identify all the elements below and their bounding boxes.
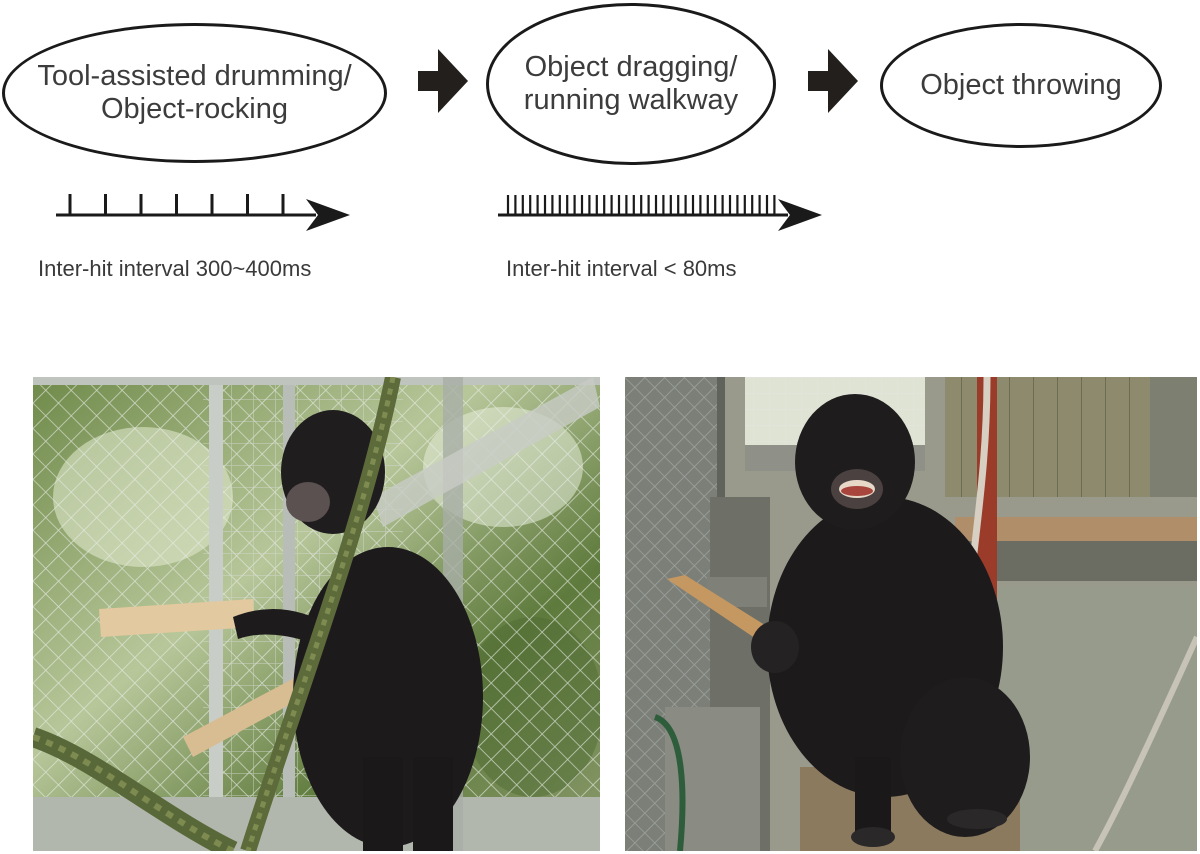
photo-stick-chimpanzee [625,377,1197,851]
interval-label-fast: Inter-hit interval < 80ms [506,256,737,281]
stage-drumming-line-2: Object-rocking [101,93,288,125]
stage-dragging-line-1: Object dragging/ [524,50,738,83]
stage-dragging: Object dragging/ running walkway [486,3,776,165]
stage-throwing-line-1: Object throwing [920,68,1122,101]
stage-drumming-line-1: Tool-assisted drumming/ [37,59,352,92]
flow-arrow-2 [808,49,858,113]
timeline-slow [56,194,350,231]
interval-label-slow: Inter-hit interval 300~400ms [38,256,312,281]
stage-drumming: Tool-assisted drumming/ Object-rocking [2,23,387,163]
stage-throwing: Object throwing [880,23,1162,148]
timeline-fast [498,195,822,231]
flow-arrow-1 [418,49,468,113]
stage-dragging-line-2: running walkway [523,84,739,116]
photo-drumming-chimpanzee [33,377,600,851]
